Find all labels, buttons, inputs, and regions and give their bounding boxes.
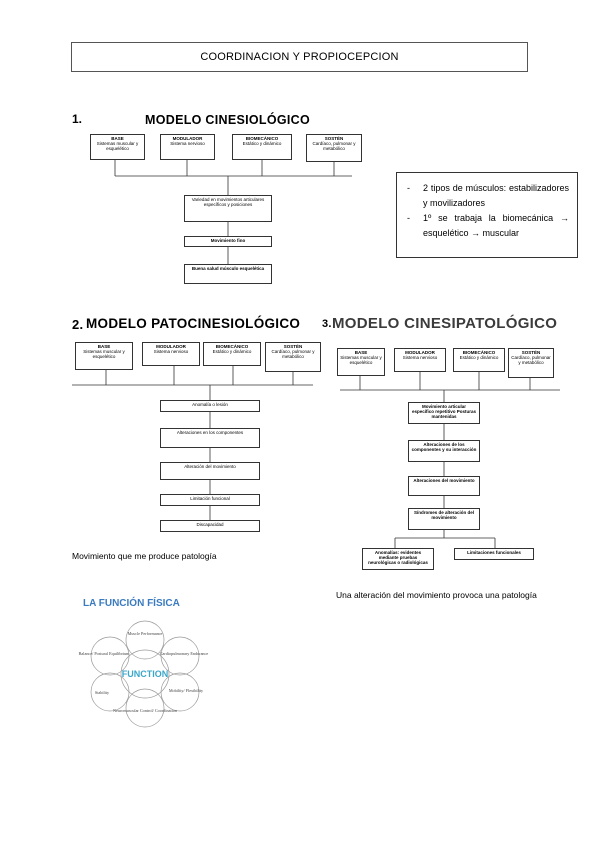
s2-flow-5-text: Discapacidad <box>196 522 224 527</box>
notes-item: 2 tipos de músculos: estabilizadores y m… <box>405 181 569 211</box>
s3-box-base-title: BASE <box>354 350 368 355</box>
neuromuscular-circle <box>125 688 165 728</box>
function-center-label: FUNCTION <box>122 669 169 679</box>
s1-flow-3: Buena salud músculo esquelética <box>184 264 272 284</box>
s2-box-sosten-title: SOSTÉN <box>283 344 303 349</box>
neuromuscular-label: Neuromuscular Control/ Coordination <box>113 708 178 713</box>
s3-outcome-2-text: Limitaciones funcionales <box>467 550 521 555</box>
s2-flow-5: Discapacidad <box>160 520 260 532</box>
mobility-circle <box>160 672 200 712</box>
s3-box-sosten: SOSTÉN Cardíaco, pulmonar y metabólico <box>508 348 554 378</box>
s3-box-biomecanico-text: Estático y dinámico <box>459 355 499 360</box>
muscle-performance-label: Muscle Performance <box>128 631 163 636</box>
s1-box-biomecanico-text: Estático y dinámico <box>242 141 282 146</box>
s3-outcome-1: Anomalías: evidentes mediante pruebas ne… <box>362 548 434 570</box>
section-3-heading: MODELO CINESIPATOLÓGICO <box>332 315 558 332</box>
s1-box-base-text: Sistemas muscular y esquelético <box>96 141 139 151</box>
s1-box-base-title: BASE <box>111 136 124 141</box>
s3-box-modulador-text: Sistema nervioso <box>402 355 438 360</box>
s3-flow-3-text: Alteraciones del movimiento <box>413 478 475 483</box>
s3-box-biomecanico: BIOMECÁNICO Estático y dinámico <box>453 348 505 372</box>
s1-box-modulador: MODULADOR Sistema nervioso <box>160 134 215 160</box>
s1-box-biomecanico-title: BIOMECÁNICO <box>245 136 279 141</box>
page-title: COORDINACION Y PROPIOCEPCION <box>71 42 528 72</box>
s3-box-biomecanico-title: BIOMECÁNICO <box>462 350 496 355</box>
s3-flow-1: Movimiento articular específico repetiti… <box>408 402 480 424</box>
function-heading: LA FUNCIÓN FÍSICA <box>83 598 180 609</box>
s1-flow-3-text: Buena salud músculo esquelética <box>191 266 265 271</box>
s3-flow-1-text: Movimiento articular específico repetiti… <box>411 404 477 419</box>
s1-box-base: BASE Sistemas muscular y esquelético <box>90 134 145 160</box>
notes-list: 2 tipos de músculos: estabilizadores y m… <box>405 181 569 241</box>
s3-outcome-1-text: Anomalías: evidentes mediante pruebas ne… <box>368 550 428 565</box>
s2-flow-2-text: Alteraciones en los componentes <box>176 430 244 435</box>
s3-flow-3: Alteraciones del movimiento <box>408 476 480 496</box>
s2-box-biomecanico-title: BIOMECÁNICO <box>215 344 249 349</box>
cardiopulmonary-circle <box>160 636 200 676</box>
cardiopulmonary-label: Cardiopulmonary Endurance <box>160 651 209 656</box>
s3-outcome-2: Limitaciones funcionales <box>454 548 534 560</box>
section-2-caption: Movimiento que me produce patología <box>72 551 217 561</box>
muscle-performance-circle <box>125 620 165 660</box>
s2-box-modulador: MODULADOR Sistema nervioso <box>142 342 200 366</box>
s1-box-sosten: SOSTÉN Cardíaco, pulmonar y metabólico <box>306 134 362 162</box>
s2-box-base-title: BASE <box>97 344 111 349</box>
s2-flow-3-text: Alteración del movimiento <box>184 464 236 469</box>
section-1-heading: MODELO CINESIOLÓGICO <box>145 113 311 127</box>
s1-flow-2-text: Movimiento fino <box>210 238 246 243</box>
s3-box-modulador-title: MODULADOR <box>405 350 435 355</box>
s3-flow-2-text: Alteraciones de los componentes y su int… <box>411 442 477 452</box>
stability-circle <box>90 672 130 712</box>
s2-box-base-text: Sistemas muscular y esquelético <box>83 349 125 359</box>
s1-box-modulador-title: MODULADOR <box>172 136 203 141</box>
s2-flow-4-text: Limitación funcional <box>190 496 230 501</box>
s3-box-base: BASE Sistemas muscular y esquelético <box>337 348 385 376</box>
s2-box-modulador-text: Sistema nervioso <box>153 349 189 354</box>
function-venn-diagram: Muscle Performance Cardiopulmonary Endur… <box>79 620 209 728</box>
s2-box-biomecanico: BIOMECÁNICO Estático y dinámico <box>203 342 261 366</box>
s3-flow-4: Síndromes de alteración del movimiento <box>408 508 480 530</box>
s1-box-modulador-text: Sistema nervioso <box>170 141 205 146</box>
s3-box-base-text: Sistemas muscular y esquelético <box>340 355 382 365</box>
balance-label: Balance/ Postural Equilibrium <box>79 651 130 656</box>
s1-flow-1-text: Variedad en movimientos articulares espe… <box>191 197 265 207</box>
s1-flow-2: Movimiento fino <box>184 236 272 247</box>
section-2-heading: MODELO PATOCINESIOLÓGICO <box>86 316 301 331</box>
s2-box-biomecanico-text: Estático y dinámico <box>212 349 252 354</box>
notes-item: 1º se trabaja la biomecánica → esqueléti… <box>405 211 569 241</box>
s2-flow-2: Alteraciones en los componentes <box>160 428 260 448</box>
s2-box-base: BASE Sistemas muscular y esquelético <box>75 342 133 370</box>
section-3-caption: Una alteración del movimiento provoca un… <box>336 590 537 600</box>
s2-box-modulador-title: MODULADOR <box>156 344 186 349</box>
s2-box-sosten: SOSTÉN Cardíaco, pulmonar y metabólico <box>265 342 321 372</box>
s2-flow-1-text: Anomalía o lesión <box>192 402 228 407</box>
s2-flow-3: Alteración del movimiento <box>160 462 260 480</box>
balance-circle <box>90 636 130 676</box>
section-3-number: 3. <box>322 318 332 330</box>
stability-label: Stability <box>95 690 110 695</box>
s3-box-sosten-title: SOSTÉN <box>521 350 541 355</box>
s3-box-modulador: MODULADOR Sistema nervioso <box>394 348 446 372</box>
section-2-number: 2. <box>72 317 84 332</box>
mobility-label: Mobility/ Flexibility <box>169 688 204 693</box>
s1-box-sosten-text: Cardíaco, pulmonar y metabólico <box>312 141 356 151</box>
s2-flow-4: Limitación funcional <box>160 494 260 506</box>
center-circle <box>120 649 170 699</box>
s3-flow-2: Alteraciones de los componentes y su int… <box>408 440 480 462</box>
s3-flow-4-text: Síndromes de alteración del movimiento <box>413 510 475 520</box>
s1-box-biomecanico: BIOMECÁNICO Estático y dinámico <box>232 134 292 160</box>
s1-box-sosten-title: SOSTÉN <box>324 136 344 141</box>
notes-box: 2 tipos de músculos: estabilizadores y m… <box>396 172 578 258</box>
s1-flow-1: Variedad en movimientos articulares espe… <box>184 195 272 222</box>
s2-box-sosten-text: Cardíaco, pulmonar y metabólico <box>271 349 315 359</box>
s3-box-sosten-text: Cardíaco, pulmonar y metabólico <box>511 355 551 365</box>
s2-flow-1: Anomalía o lesión <box>160 400 260 412</box>
section-1-number: 1. <box>72 112 83 126</box>
